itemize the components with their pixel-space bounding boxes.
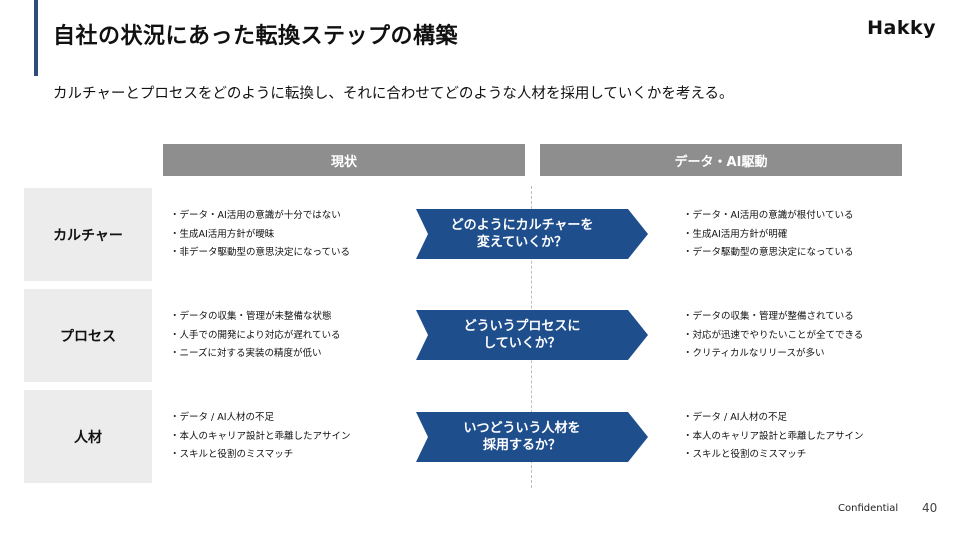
list-item: ・対応が迅速でやりたいことが全てできる: [683, 329, 864, 341]
row-label-people: 人材: [24, 390, 152, 483]
arrow-shape: [416, 412, 648, 462]
list-item: ・人手での開発により対応が遅れている: [170, 329, 341, 341]
page-number: 40: [922, 501, 938, 515]
list-item: ・データ・AI活用の意識が十分ではない: [170, 210, 341, 221]
list-item: ・ニーズに対する実装の精度が低い: [170, 348, 322, 359]
arrow-text-line: どのようにカルチャーを: [450, 218, 594, 233]
row-label-process: プロセス: [24, 289, 152, 382]
list-item: ・生成AI活用方針が明確: [683, 228, 788, 240]
list-item: ・データ・AI活用の意識が根付いている: [683, 210, 854, 221]
arrow-shape: [416, 209, 648, 259]
list-item: ・本人のキャリア設計と乖離したアサイン: [683, 430, 864, 442]
list-item: ・データの収集・管理が未整備な状態: [170, 311, 332, 322]
future-list-culture: ・データ・AI活用の意識が根付いている ・生成AI活用方針が明確 ・データ駆動型…: [683, 207, 854, 263]
current-list-culture: ・データ・AI活用の意識が十分ではない ・生成AI活用方針が曖昧 ・非データ駆動…: [170, 207, 350, 263]
list-item: ・データ駆動型の意思決定になっている: [683, 247, 854, 258]
list-item: ・データ / AI人材の不足: [683, 412, 788, 423]
transition-arrow-process: どういうプロセスに していくか？: [416, 310, 648, 360]
list-item: ・本人のキャリア設計と乖離したアサイン: [170, 430, 351, 442]
confidential-label: Confidential: [838, 503, 899, 514]
list-item: ・生成AI活用方針が曖昧: [170, 228, 275, 240]
arrow-text-line: どういうプロセスに: [463, 319, 581, 334]
transition-arrow-culture: どのようにカルチャーを 変えていくか？: [416, 209, 648, 259]
list-item: ・データ / AI人材の不足: [170, 412, 275, 423]
arrow-text-line: 変えていくか？: [476, 235, 568, 250]
row-label-culture: カルチャー: [24, 188, 152, 281]
current-list-people: ・データ / AI人材の不足 ・本人のキャリア設計と乖離したアサイン ・スキルと…: [170, 409, 351, 465]
future-list-people: ・データ / AI人材の不足 ・本人のキャリア設計と乖離したアサイン ・スキルと…: [683, 409, 864, 465]
arrow-text-line: 採用するか？: [482, 438, 561, 453]
list-item: ・スキルと役割のミスマッチ: [170, 449, 294, 460]
column-header-future: データ・AI駆動: [540, 144, 902, 176]
future-list-process: ・データの収集・管理が整備されている ・対応が迅速でやりたいことが全てできる ・…: [683, 308, 863, 364]
title-accent-bar: [34, 0, 38, 76]
list-item: ・クリティカルなリリースが多い: [683, 348, 825, 359]
transition-arrow-people: いつどういう人材を 採用するか？: [416, 412, 648, 462]
current-list-process: ・データの収集・管理が未整備な状態 ・人手での開発により対応が遅れている ・ニー…: [170, 308, 341, 364]
arrow-text-line: していくか？: [483, 336, 561, 351]
arrow-text-line: いつどういう人材を: [463, 421, 581, 436]
list-item: ・データの収集・管理が整備されている: [683, 311, 854, 322]
page-title: 自社の状況にあった転換ステップの構築: [53, 24, 459, 49]
column-header-current: 現状: [163, 144, 525, 176]
company-logo: Hakky: [867, 17, 936, 39]
list-item: ・スキルと役割のミスマッチ: [683, 449, 807, 460]
arrow-shape: [416, 310, 648, 360]
list-item: ・非データ駆動型の意思決定になっている: [170, 247, 351, 258]
page-subtitle: カルチャーとプロセスをどのように転換し、それに合わせてどのような人材を採用してい…: [53, 86, 734, 102]
